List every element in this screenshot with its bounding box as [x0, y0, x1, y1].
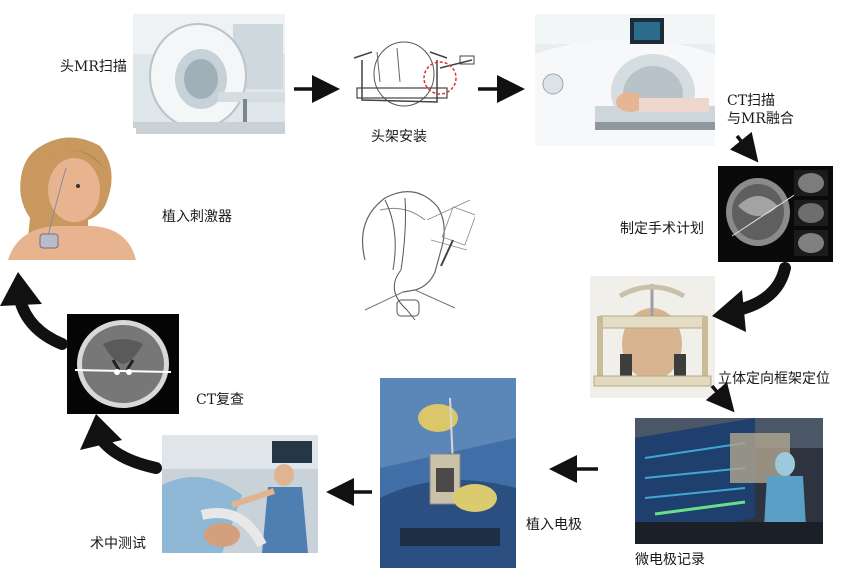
intraop-test-label: 术中测试: [90, 536, 146, 552]
ct-scan-label-line1: CT扫描: [727, 93, 776, 109]
implant-electrode-photo: [380, 378, 516, 568]
arrow-test-to-ct-review: [96, 434, 162, 474]
ct-review-photo: [67, 314, 179, 414]
planning-mri-photo: [718, 166, 833, 262]
mr-scanner-photo: [133, 14, 285, 134]
arrow-ct-review-to-stimulator: [14, 294, 68, 350]
mr-scan-label: 头MR扫描: [60, 59, 127, 75]
stereotactic-frame-photo: [590, 276, 715, 398]
frame-install-label: 头架安装: [371, 129, 427, 145]
implant-electrode-label: 植入电极: [526, 517, 582, 533]
head-frame-sketch: [342, 30, 480, 118]
plan-label: 制定手术计划: [620, 221, 704, 237]
implant-stimulator-label: 植入刺激器: [162, 209, 232, 225]
ct-scan-label-line2: 与MR融合: [727, 111, 794, 127]
ct-scanner-photo: [535, 14, 715, 146]
arrow-ct-to-plan: [729, 131, 759, 163]
intraop-test-photo: [162, 435, 318, 553]
arrow-plan-to-stereo: [732, 262, 791, 316]
implant-stimulator-illustration: [8, 128, 136, 260]
center-head-electrode-sketch: [345, 180, 475, 328]
ct-review-label: CT复查: [196, 392, 245, 408]
mer-label: 微电极记录: [635, 552, 705, 568]
mer-photo: [635, 418, 823, 544]
stereo-label: 立体定向框架定位: [718, 371, 830, 387]
